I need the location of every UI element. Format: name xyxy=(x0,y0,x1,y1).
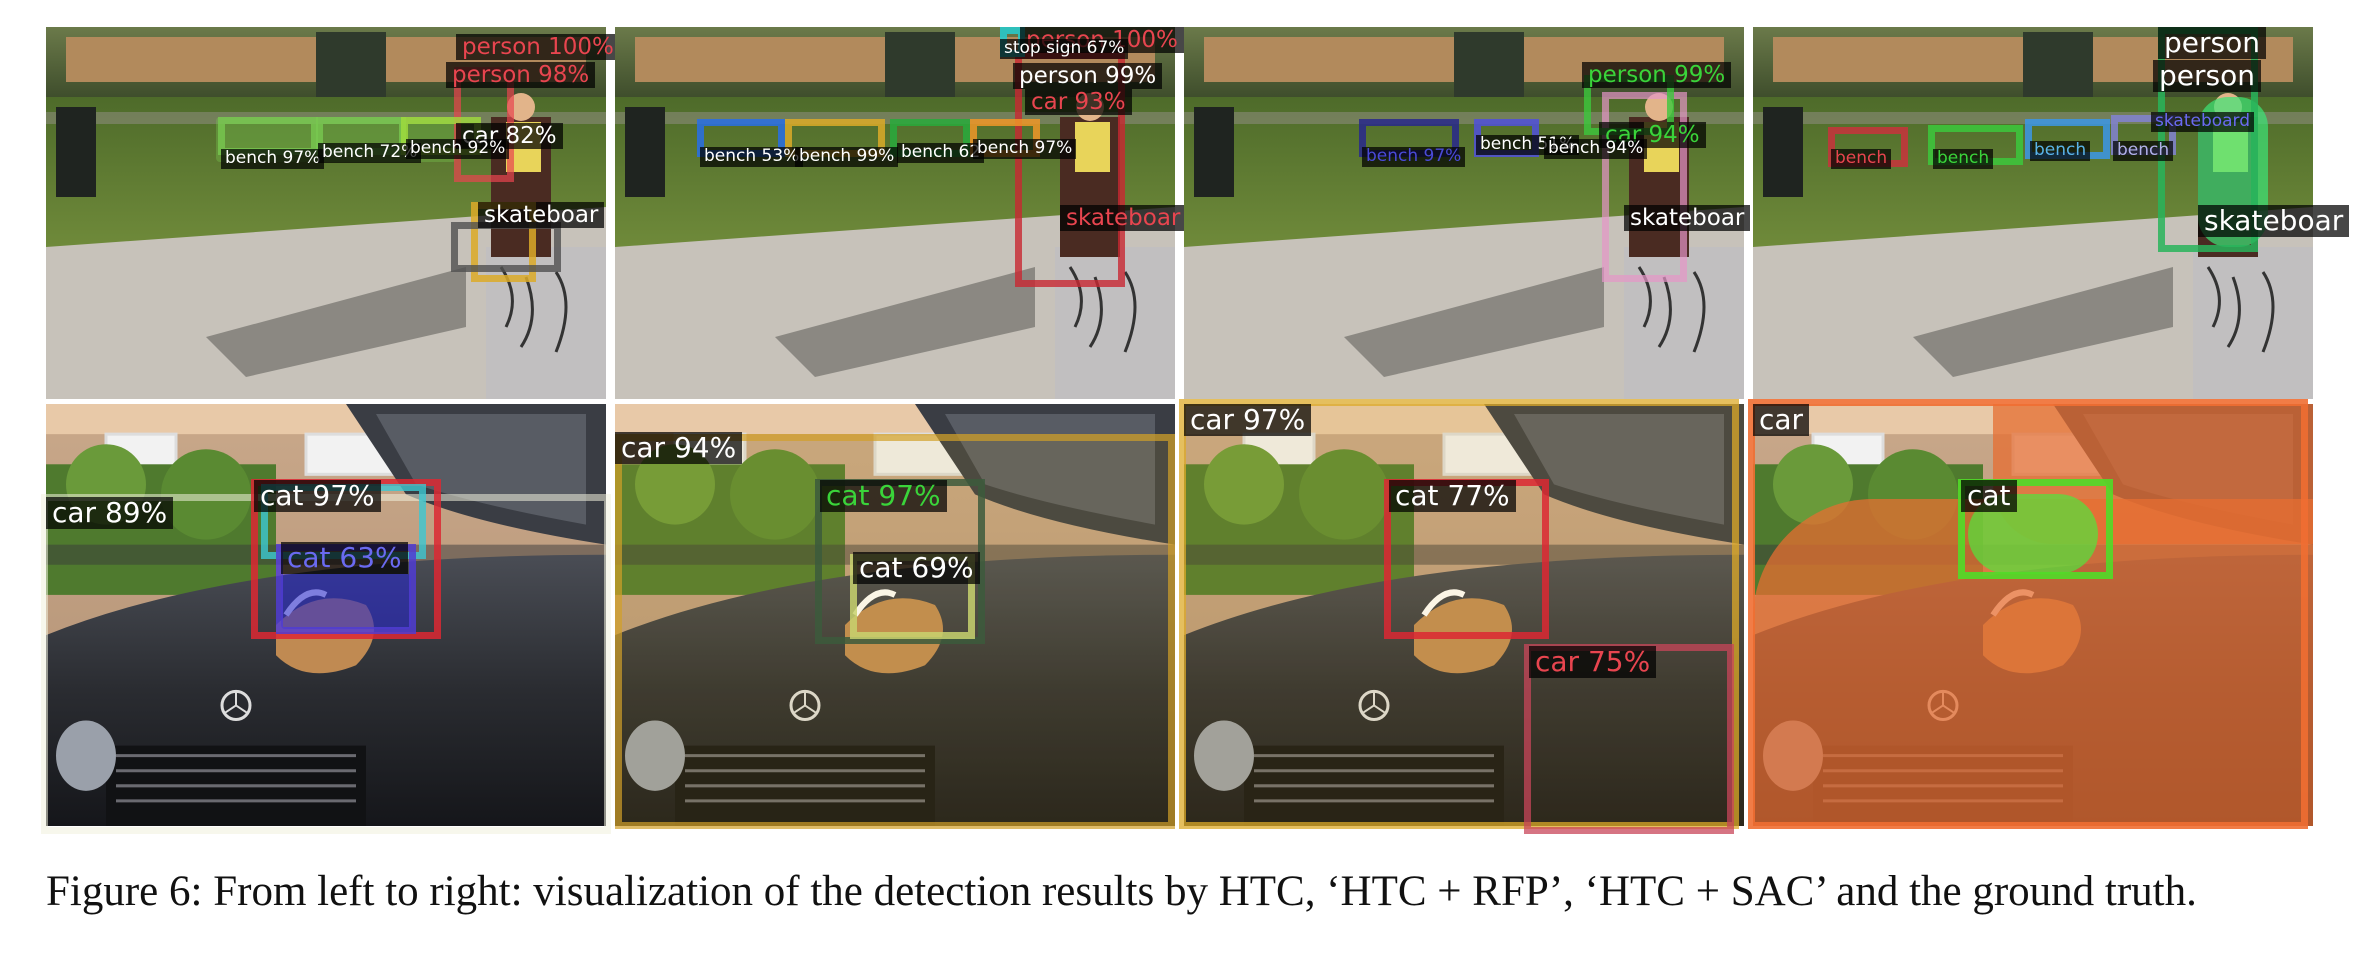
label-person: person 99% xyxy=(1582,62,1732,89)
label-skateboard: skateboar xyxy=(2198,204,2350,238)
label-skateboard: skateboar xyxy=(1624,205,1751,232)
person-box xyxy=(1602,92,1687,282)
panel-htc-skate: person 100% person 98% car 82% bench 97%… xyxy=(44,25,620,401)
label-bench-1: bench 97% xyxy=(1362,146,1466,167)
car-box xyxy=(615,434,1175,829)
label-cat: cat xyxy=(1961,479,2017,513)
panel-htc-car: car 89% cat 97% cat 63% xyxy=(41,404,611,834)
label-bench-2: bench xyxy=(1933,148,1994,169)
label-bench-2: bench 72% xyxy=(318,142,422,163)
label-bench-3: bench 94% xyxy=(1544,138,1648,159)
panel-rfp-car: car 94% cat 97% cat 69% xyxy=(615,404,1175,826)
label-cat-a: cat 97% xyxy=(820,479,947,513)
panel-sac-car: car 97% cat 77% car 75% xyxy=(1179,399,1744,834)
label-car: car 89% xyxy=(46,496,174,530)
label-bench-3: bench 62 xyxy=(897,142,985,163)
label-bench-4: bench 97% xyxy=(973,138,1077,159)
panel-rfp-skate: person 100% stop sign 67% person 99% car… xyxy=(613,25,1187,401)
figure-caption: Figure 6: From left to right: visualizat… xyxy=(46,868,2197,915)
label-bench-3: bench xyxy=(2030,140,2091,161)
label-skateboard: skateboar xyxy=(1060,205,1187,232)
skateboard-box xyxy=(451,222,561,272)
label-car-b: car 75% xyxy=(1529,645,1657,679)
label-cat-b: cat 69% xyxy=(853,551,980,585)
label-bench-1: bench 53% xyxy=(700,146,804,167)
label-bench-3: bench 92% xyxy=(406,138,510,159)
panel-sac-skate: person 99% car 94% bench 97% bench 51% b… xyxy=(1182,25,1751,401)
panel-gt-skate: person person skateboard bench bench ben… xyxy=(1751,25,2350,401)
label-skateboard: skateboar xyxy=(478,202,605,229)
label-car-a: car 97% xyxy=(1184,403,1312,437)
cat-box xyxy=(1958,479,2113,579)
car-mask xyxy=(1184,404,1744,826)
label-bench-4: bench xyxy=(2113,140,2174,161)
label-cat: cat 77% xyxy=(1389,479,1516,513)
label-bench-1: bench 97% xyxy=(221,148,325,169)
label-person-a: person 100% xyxy=(456,34,620,61)
label-skateboard-small: skateboard xyxy=(2151,111,2255,132)
label-person-b: person xyxy=(2153,59,2261,93)
label-cat-a: cat 97% xyxy=(254,479,381,513)
car-box xyxy=(1179,399,1739,829)
label-stop-sign: stop sign 67% xyxy=(1000,38,1129,59)
label-person-b: person 99% xyxy=(1013,63,1163,90)
panel-gt-car: car cat xyxy=(1748,399,2313,826)
label-person-b: person 98% xyxy=(446,62,596,89)
cat-mask xyxy=(281,574,411,629)
label-car: car 94% xyxy=(615,431,743,465)
label-bench-1: bench xyxy=(1831,148,1892,169)
car-box xyxy=(1748,399,2308,829)
label-bench-2: bench 99% xyxy=(795,146,899,167)
label-cat-b: cat 63% xyxy=(281,541,408,575)
label-person-a: person xyxy=(2158,26,2266,60)
label-car: car xyxy=(1753,403,1810,437)
label-car: car 93% xyxy=(1025,89,1132,116)
